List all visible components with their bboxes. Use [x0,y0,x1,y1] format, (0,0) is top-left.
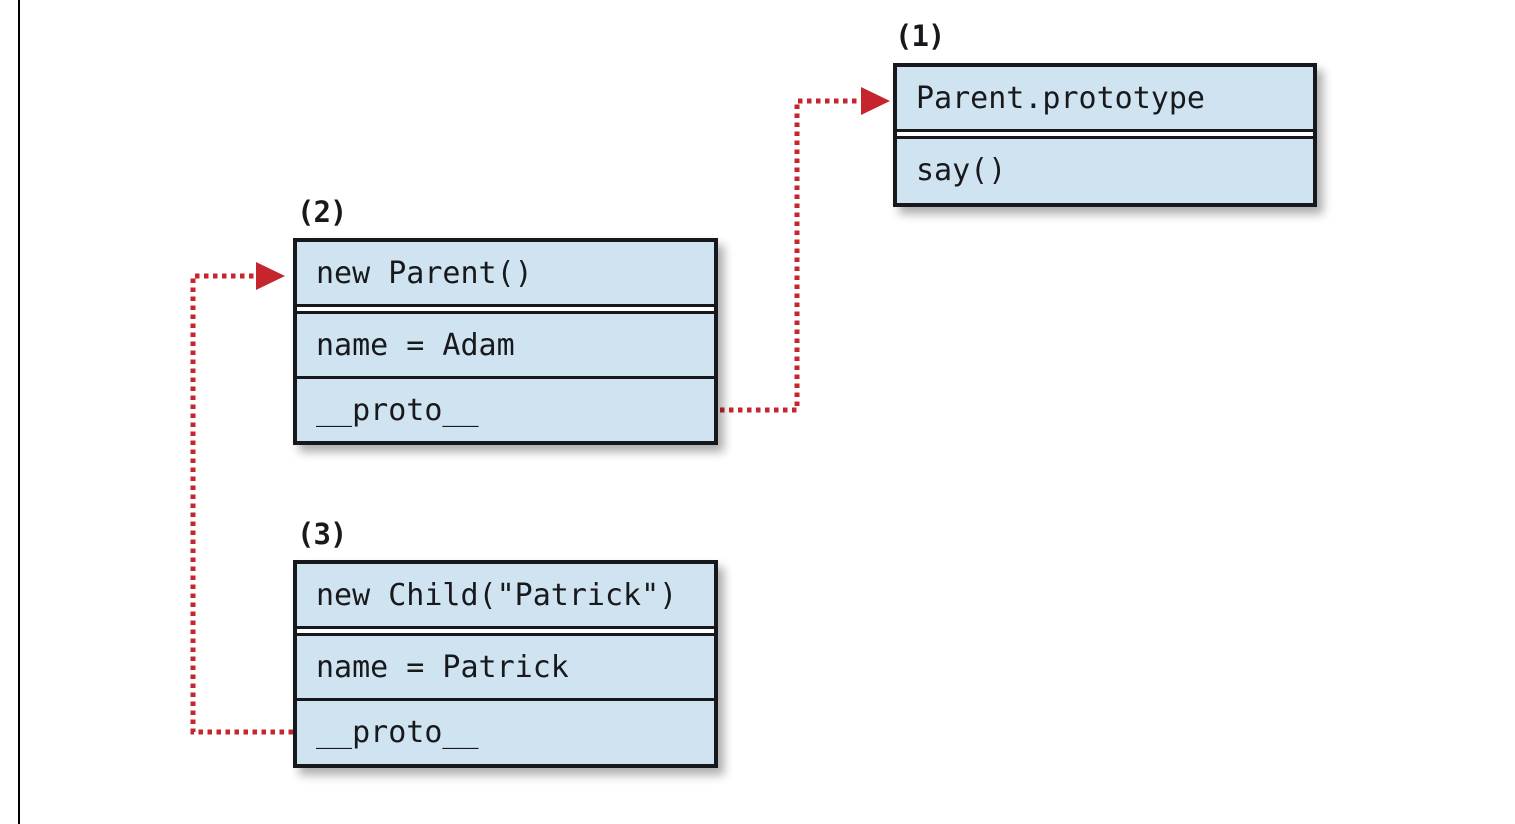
box2-member-proto: __proto__ [316,392,479,428]
proto-arrow-box2-to-box1 [720,98,861,413]
separator-double [297,626,714,636]
box3-header: new Child("Patrick") [316,577,678,613]
separator-single [297,698,714,701]
box3-number-label: (3) [297,517,347,551]
separator-single [297,376,714,379]
box2-member-name: name = Adam [316,327,515,363]
arrowhead-icon [861,87,890,115]
box-parent-prototype: Parent.prototype say() [893,63,1317,207]
box1-number-label: (1) [895,19,945,53]
box2-number-label: (2) [297,195,347,229]
box3-member-name: name = Patrick [316,649,569,685]
box-new-child: new Child("Patrick") name = Patrick __pr… [293,560,718,768]
page-frame-line [18,0,20,824]
box2-header: new Parent() [316,255,533,291]
separator-double [897,129,1313,139]
separator-double [297,304,714,314]
box-new-parent: new Parent() name = Adam __proto__ [293,238,718,445]
box1-header: Parent.prototype [916,80,1205,116]
box3-member-proto: __proto__ [316,714,479,750]
box1-member-say: say() [916,152,1007,188]
arrowhead-icon [256,262,285,290]
proto-arrow-box3-to-box2 [190,273,293,735]
